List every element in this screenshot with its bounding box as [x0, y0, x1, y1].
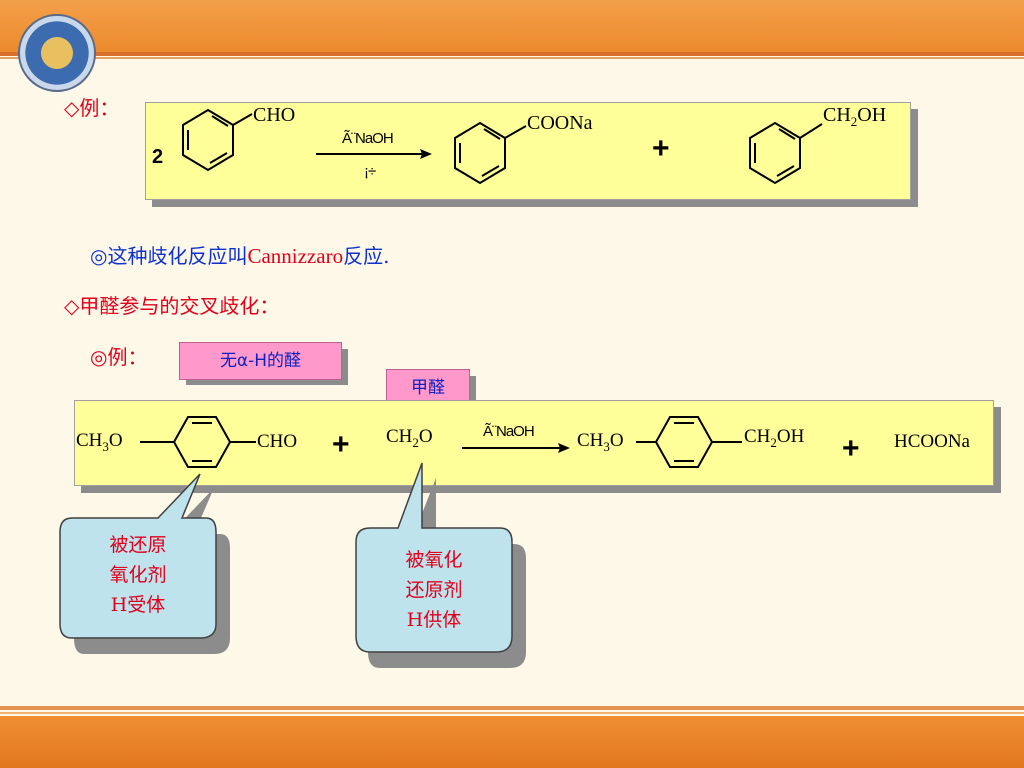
benzene-ring-icon — [182, 108, 253, 172]
label-no-alpha-h: 无α-H的醛 — [179, 342, 342, 380]
reaction2-product1-right: CH2OH — [744, 426, 805, 450]
benzene-ring-icon — [454, 121, 527, 185]
top-decor-bar — [0, 0, 1024, 52]
school-logo — [18, 14, 96, 92]
reaction2-formaldehyde: CH2O — [386, 426, 433, 450]
reaction1-product2-group: CH2OH — [823, 104, 887, 129]
cannizzaro-statement: ◎这种歧化反应叫Cannizzaro反应. — [90, 244, 390, 268]
reaction1-product1-group: COONa — [527, 112, 593, 134]
example1-label: ◇例： — [64, 96, 120, 120]
reaction2-reactant1-left: CH3O — [76, 430, 123, 454]
callout-right: 被氧化 还原剂 H供体 — [356, 545, 512, 635]
bottom-decor-bar — [0, 716, 1024, 768]
reaction2-product2: HCOONa — [894, 431, 970, 452]
reaction1-coefficient: 2 — [152, 146, 164, 168]
callout-right-line2: 还原剂 — [405, 579, 463, 601]
reaction2-box — [74, 400, 994, 486]
reaction1-condition-bottom: ¡÷ — [364, 163, 376, 180]
reaction1-reactant-group: CHO — [253, 104, 296, 126]
top-decor-line — [0, 52, 1024, 56]
callout-left: 被还原 氧化剂 H受体 — [60, 530, 216, 620]
cross-heading: ◇甲醛参与的交叉歧化： — [64, 294, 280, 318]
callout-left-line2: 氧化剂 — [109, 564, 167, 586]
reaction1-condition-top: Ã¨NaOH — [342, 130, 394, 147]
top-decor-line-thin — [0, 57, 1024, 59]
benzene-ring-icon — [749, 121, 823, 185]
reaction2-condition: Ã¨NaOH — [483, 423, 535, 440]
callout-left-line3: H受体 — [110, 594, 166, 616]
reaction2-product1-left: CH3O — [577, 430, 624, 454]
benzene-ring-icon — [140, 416, 256, 468]
reaction2-plus1: + — [332, 428, 350, 461]
example2-label: ◎例： — [90, 345, 148, 369]
reaction1-box — [145, 102, 911, 200]
callout-left-line1: 被还原 — [109, 534, 167, 556]
callout-right-line1: 被氧化 — [405, 549, 463, 571]
bottom-decor-line — [0, 706, 1024, 710]
reaction2-plus2: + — [842, 432, 860, 465]
reaction1-plus: + — [652, 132, 670, 165]
reaction2-reactant1-right: CHO — [257, 431, 298, 452]
benzene-ring-icon — [636, 416, 742, 468]
callout-right-line3: H供体 — [406, 609, 462, 631]
bottom-decor-line-thin — [0, 712, 1024, 714]
